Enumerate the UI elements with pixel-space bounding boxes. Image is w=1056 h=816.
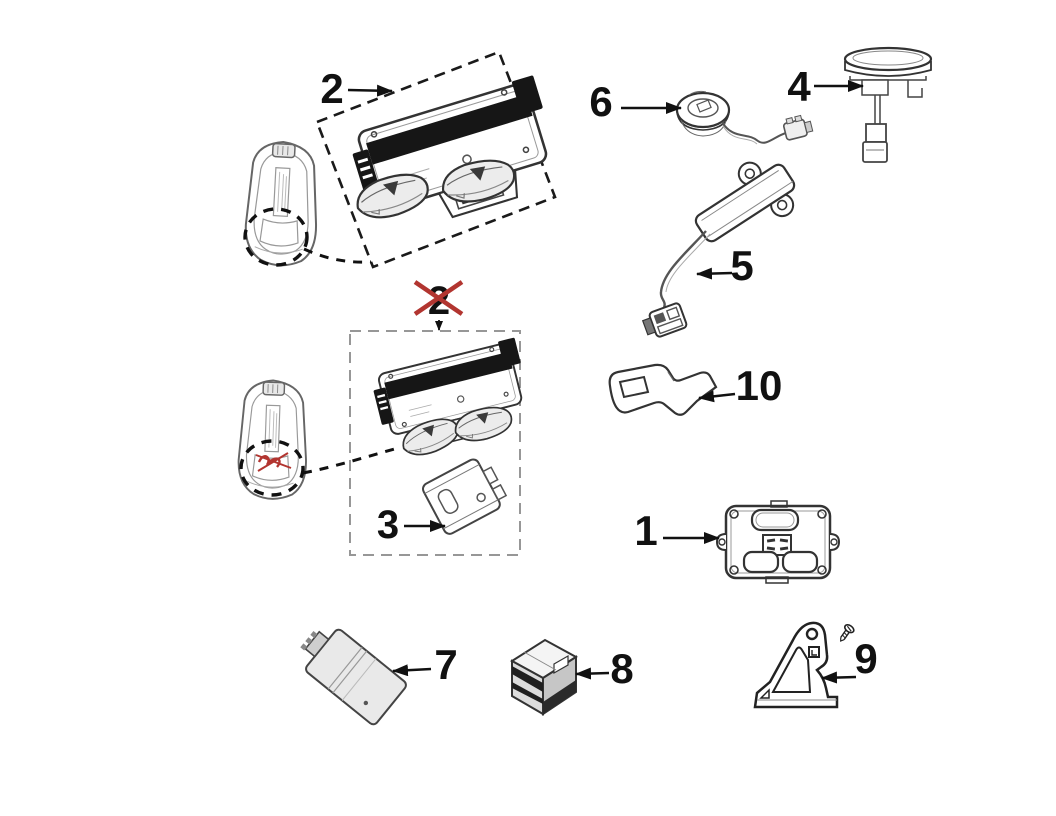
callout-2-label: 2	[320, 65, 343, 112]
part10-bracket	[608, 363, 718, 416]
part6-ring-antenna	[675, 90, 814, 145]
part4-disc-antenna	[843, 46, 933, 163]
detail-circle	[243, 207, 309, 267]
link-dashed-line	[302, 446, 399, 475]
callout-6-label: 6	[589, 78, 612, 125]
dashed-group-box-gray	[349, 330, 521, 556]
detail-circle	[239, 439, 305, 497]
red-cross-stroke	[413, 280, 464, 316]
callout-3: 3	[377, 503, 446, 547]
callout-10: 10	[698, 362, 783, 409]
callout-2-superseded: 2	[413, 279, 464, 331]
callout-9-arrow	[821, 671, 857, 684]
callout-8: 8	[575, 645, 634, 692]
callout-2-arrow	[347, 84, 393, 97]
callout-1-label: 1	[634, 507, 657, 554]
callout-8-arrow	[575, 667, 610, 680]
callout-1: 1	[634, 507, 720, 554]
passive-key-1	[242, 139, 372, 269]
red-scribble-mark	[255, 452, 292, 472]
connector-drawing	[782, 114, 814, 141]
kit-group-box-superseded: 3	[349, 330, 537, 556]
callout-5-arrow	[696, 267, 733, 280]
callout-2: 2	[320, 65, 393, 112]
callout-5: 5	[696, 242, 754, 289]
part8-relay	[510, 638, 578, 716]
callout-10-arrow	[698, 390, 736, 403]
screw-drawing	[840, 624, 855, 642]
passive-key-drawing	[242, 139, 322, 269]
callout-7: 7	[392, 641, 458, 688]
part3-module-drawing	[422, 458, 508, 535]
callout-9-label: 9	[854, 635, 877, 682]
connector-drawing	[641, 302, 688, 338]
callout-5-label: 5	[730, 242, 753, 289]
link-dashed-line	[303, 247, 372, 264]
callout-9: 9	[821, 635, 878, 684]
part7-module	[300, 628, 407, 726]
kit-group-box-current	[315, 50, 568, 269]
passive-key-drawing	[236, 378, 310, 501]
callout-4: 4	[787, 63, 864, 110]
callout-4-label: 4	[787, 63, 811, 110]
part9-bracket	[753, 621, 855, 709]
callout-6: 6	[589, 78, 682, 125]
callout-7-label: 7	[434, 641, 457, 688]
callout-10-label: 10	[736, 362, 783, 409]
passive-key-2-superseded	[236, 378, 399, 501]
dashed-group-box	[315, 50, 557, 269]
callout-8-label: 8	[610, 645, 633, 692]
part1-mounting-plate	[715, 500, 841, 584]
callout-3-label: 3	[377, 503, 399, 547]
callout-7-arrow	[392, 664, 432, 677]
part5-antenna-cable	[641, 161, 796, 338]
